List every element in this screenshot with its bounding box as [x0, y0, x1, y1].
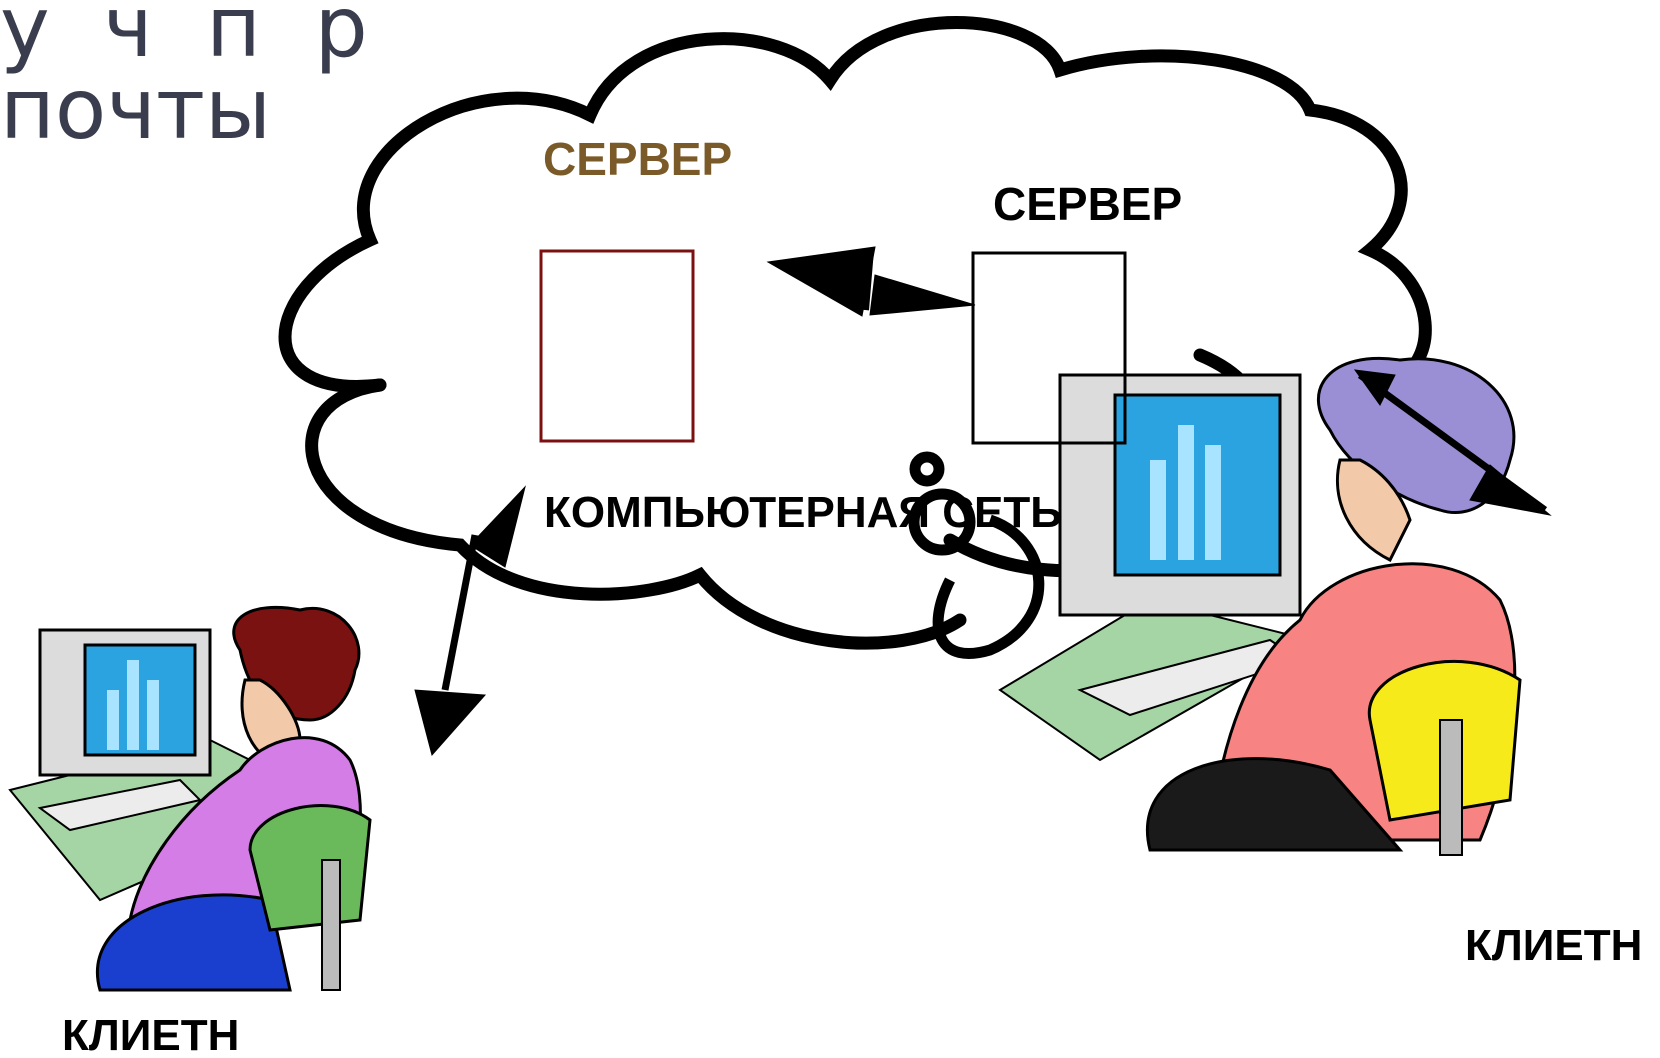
slide-title-line1: у ч п р [0, 0, 368, 76]
network-label: КОМПЬЮТЕРНАЯ СЕТЬ [544, 488, 1062, 537]
arrow-client-to-cloud [414, 485, 526, 757]
client-right-label: КЛИЕТН [1465, 921, 1642, 970]
thought-bubbles [908, 451, 1045, 659]
slide-title: у ч п р почты [0, 0, 368, 151]
server-left-box [539, 249, 695, 443]
slide-title-line2: почты [0, 60, 272, 158]
server-right-box [971, 251, 1127, 445]
client-left-illustration [8, 605, 372, 992]
server-right-label: СЕРВЕР [993, 178, 1182, 230]
client-left-label: КЛИЕТН [62, 1011, 239, 1058]
server-left-label: СЕРВЕР [543, 133, 732, 185]
arrow-server-to-server [766, 246, 976, 317]
client-right-illustration [998, 357, 1522, 856]
arrow-right-client [1353, 369, 1552, 516]
